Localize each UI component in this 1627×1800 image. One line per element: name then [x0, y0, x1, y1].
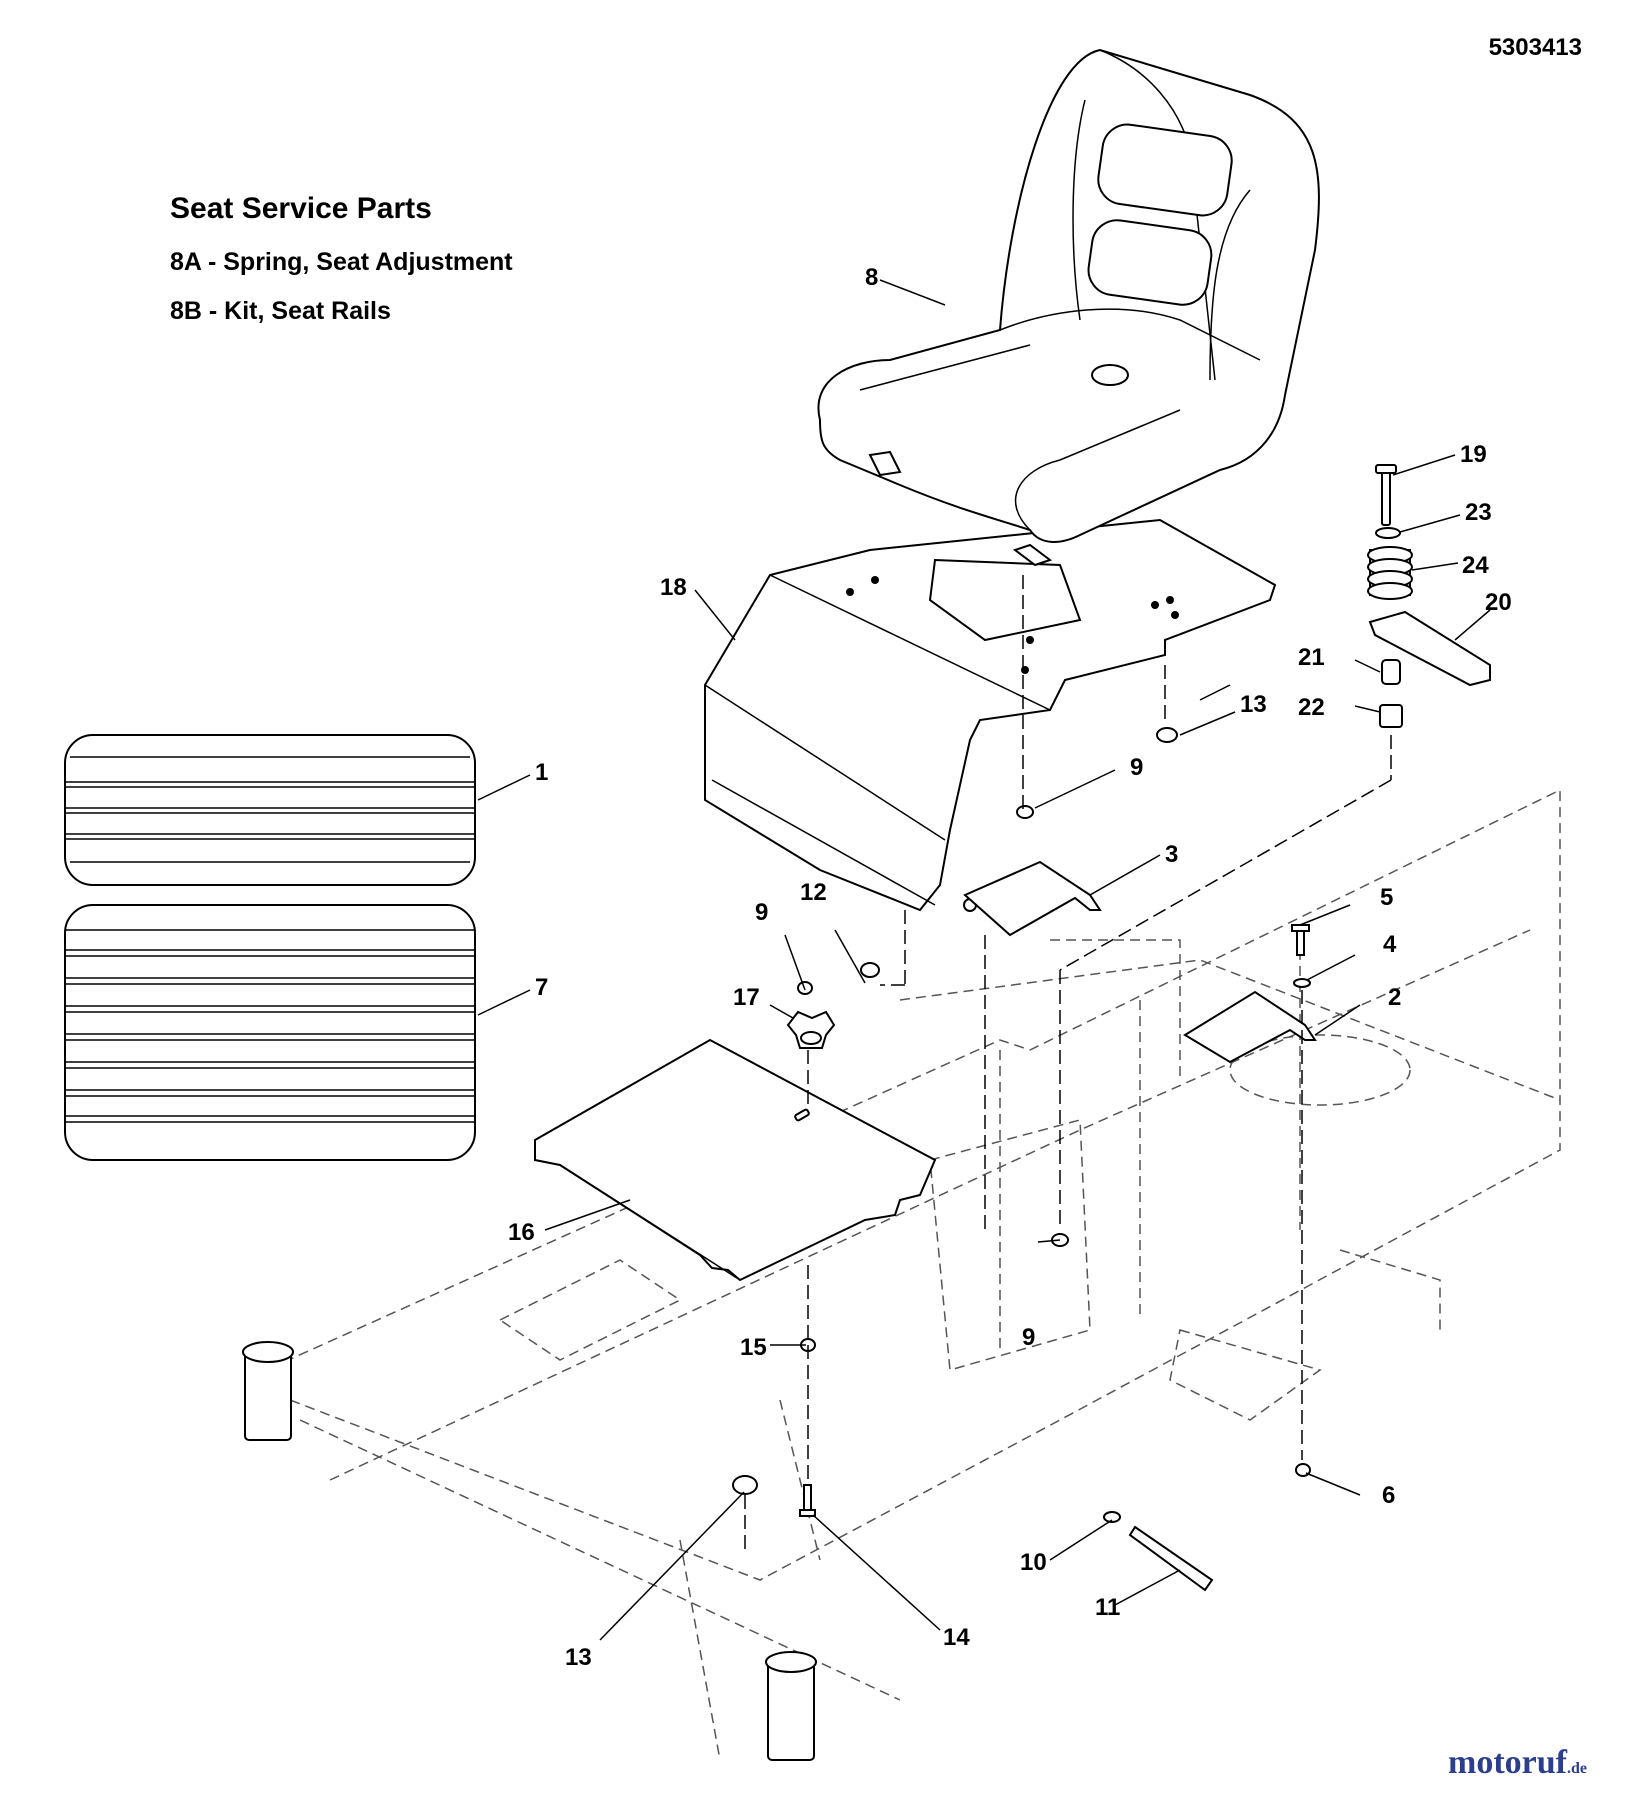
callout-4: 4 [1383, 931, 1397, 958]
callout-14: 14 [943, 1624, 970, 1651]
callout-13a: 13 [1240, 691, 1267, 718]
legend-item-8a: 8A - Spring, Seat Adjustment [170, 248, 513, 276]
watermark-tld: .de [1567, 1760, 1587, 1777]
callout-23: 23 [1465, 499, 1492, 526]
callout-9c: 9 [1022, 1324, 1035, 1351]
callout-1: 1 [535, 759, 548, 786]
callout-12: 12 [800, 879, 827, 906]
decal-1 [64, 734, 476, 886]
caster-tube-right [765, 1651, 817, 1761]
watermark-text: motoruf [1448, 1744, 1567, 1781]
hardware [732, 727, 1311, 1592]
alignment-lines [744, 575, 1392, 1550]
callout-22: 22 [1298, 694, 1325, 721]
legend-item-8b: 8B - Kit, Seat Rails [170, 297, 391, 325]
callout-20: 20 [1485, 589, 1512, 616]
leader-lines [477, 279, 1491, 1641]
caster-tube-left [242, 1341, 294, 1441]
callout-8: 8 [865, 264, 878, 291]
callout-13b: 13 [565, 1644, 592, 1671]
floor-pan [534, 1038, 937, 1282]
callout-6: 6 [1382, 1482, 1395, 1509]
plate-3 [963, 860, 1102, 937]
seat-pan [704, 518, 1277, 912]
callout-5: 5 [1380, 884, 1393, 911]
callout-10: 10 [1020, 1549, 1047, 1576]
callout-7: 7 [535, 974, 548, 1001]
callout-19: 19 [1460, 441, 1487, 468]
seat [817, 48, 1320, 567]
document-number: 5303413 [1488, 34, 1582, 61]
plate-2 [1183, 990, 1317, 1064]
callout-16: 16 [508, 1219, 535, 1246]
decal-7 [64, 904, 476, 1161]
callout-9b: 9 [755, 899, 768, 926]
callout-3: 3 [1165, 841, 1178, 868]
callout-2: 2 [1388, 984, 1401, 1011]
callout-9a: 9 [1130, 754, 1143, 781]
knob-17 [786, 1010, 836, 1049]
callout-18: 18 [660, 574, 687, 601]
callout-11: 11 [1095, 1594, 1120, 1621]
callout-24: 24 [1462, 552, 1489, 579]
watermark-logo: motoruf.de [1448, 1744, 1587, 1782]
callout-21: 21 [1298, 644, 1325, 671]
spring-pad-assembly [1367, 464, 1491, 728]
callout-15: 15 [740, 1334, 767, 1361]
legend-title: Seat Service Parts [170, 192, 432, 225]
callout-17: 17 [733, 984, 760, 1011]
callout-labels: 1 2 3 4 5 6 7 8 9 9 9 10 11 12 13 13 14 … [508, 264, 1512, 1671]
seat-service-legend: Seat Service Parts 8A - Spring, Seat Adj… [170, 192, 513, 346]
